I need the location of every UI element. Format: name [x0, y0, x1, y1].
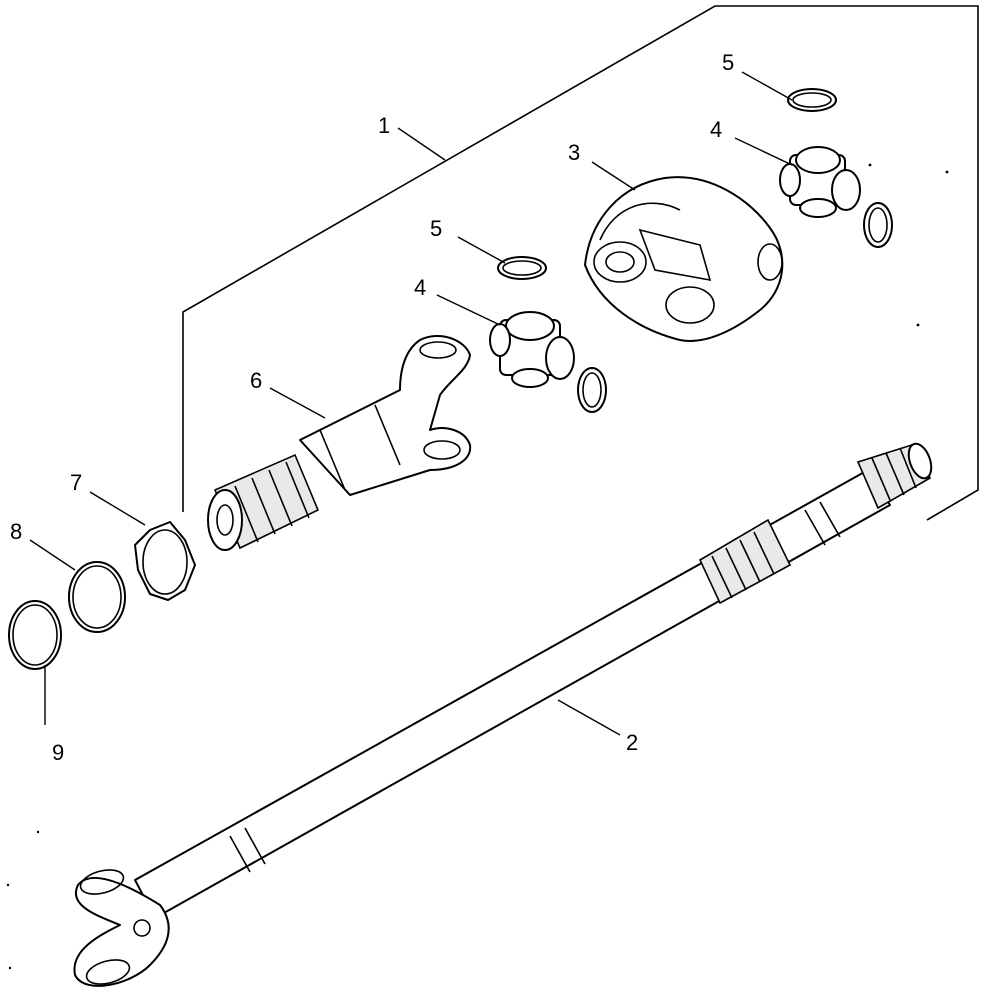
snap-ring-upper-right [863, 202, 893, 248]
universal-joint-cross-lower [489, 311, 575, 388]
scan-dots [6, 163, 949, 970]
snap-ring-upper-left [787, 88, 837, 112]
snap-ring-lower-left [497, 256, 547, 280]
retaining-ring [8, 600, 62, 670]
callout-5-upper: 5 [722, 50, 734, 75]
assembly-bracket-frame [182, 5, 979, 521]
callout-8: 8 [10, 519, 22, 544]
callout-6: 6 [250, 368, 262, 393]
callout-2: 2 [626, 730, 638, 755]
snap-ring-lower-right [577, 367, 607, 413]
callout-1: 1 [378, 113, 390, 138]
leader-lines [29, 71, 793, 736]
axle-shaft [73, 442, 933, 987]
callout-4-lower: 4 [414, 275, 426, 300]
stub-shaft-yoke [207, 335, 472, 551]
universal-joint-cross-upper [779, 146, 861, 218]
callout-3: 3 [568, 140, 580, 165]
callout-labels: 1 2 3 4 4 5 5 6 7 8 9 [10, 50, 734, 765]
callout-4-upper: 4 [710, 117, 722, 142]
callout-9: 9 [52, 740, 64, 765]
callout-7: 7 [70, 470, 82, 495]
slinger-washer [134, 521, 196, 601]
thrust-washer [68, 561, 126, 633]
callout-5-lower: 5 [430, 216, 442, 241]
double-yoke-center-housing [584, 176, 784, 342]
